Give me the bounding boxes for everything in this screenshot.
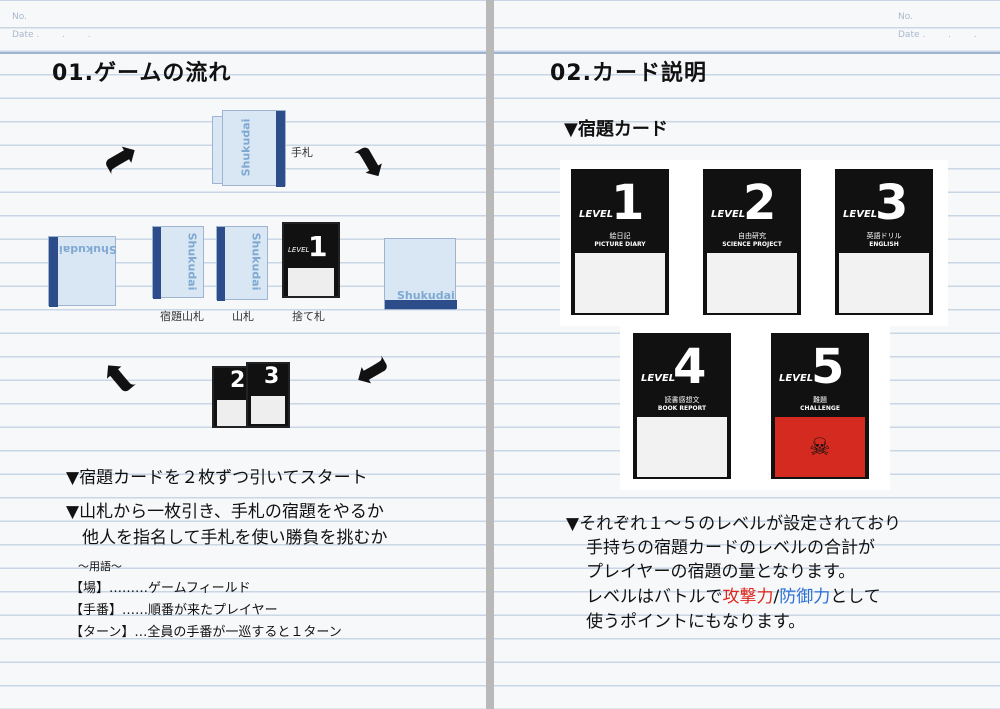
no-date-field: No. Date . . . — [12, 12, 101, 40]
flow-arrow-icon: ➦ — [343, 341, 402, 404]
glossary-item: 【手番】……順番が来たプレイヤー — [70, 603, 278, 618]
no-date-field: No. Date . . . — [898, 12, 987, 40]
bottom-card-3: 3 — [246, 362, 290, 428]
deck-label-draw: 山札 — [232, 310, 254, 323]
homework-deck: Shukudai — [152, 226, 204, 299]
desc-line-4: レベルはバトルで攻撃力/防御力として — [586, 587, 881, 607]
glossary-title: ～用語～ — [78, 560, 122, 573]
glossary-item: 【ターン】…全員の手番が一巡すると１ターン — [70, 625, 342, 640]
flow-arrow-icon: ➦ — [91, 126, 149, 189]
discard-level-number: 1 — [308, 230, 328, 263]
flow-line-3: 他人を指名して手札を使い勝負を挑むか — [82, 528, 388, 548]
card-subheading: ▼宿題カード — [564, 119, 668, 140]
player-hand-right: Shukudai — [384, 238, 457, 310]
desc-line-3: プレイヤーの宿題の量となります。 — [586, 562, 856, 582]
section-heading: 01.ゲームの流れ — [52, 61, 232, 86]
skull-icon: ☠ — [809, 433, 831, 461]
right-page: No. Date . . . 02.カード説明 ▼宿題カード LEVEL 1 絵… — [494, 0, 1000, 709]
deck-label-discard: 捨て札 — [292, 310, 325, 323]
challenge-band — [775, 417, 865, 477]
desc-line-1: ▼それぞれ１～５のレベルが設定されており — [566, 514, 902, 534]
level-card-4: LEVEL 4 読書感想文 BOOK REPORT — [628, 328, 736, 484]
section-heading: 02.カード説明 — [550, 61, 707, 86]
left-page: No. Date . . . 01.ゲームの流れ Shukudai 手札 Shu… — [0, 0, 486, 709]
hand-label: 手札 — [291, 146, 313, 159]
bottom-card-2: 2 — [212, 366, 252, 428]
player-hand-left: Shukudai — [48, 236, 117, 307]
defense-text: 防御力 — [779, 587, 831, 607]
level-card-3: LEVEL 3 英語ドリル ENGLISH — [830, 164, 938, 320]
desc-line-5: 使うポイントにもなります。 — [586, 612, 806, 632]
flow-line-2: ▼山札から一枚引き、手札の宿題をやるか — [66, 502, 384, 522]
level-card-5: LEVEL 5 難題 CHALLENGE ☠ — [766, 328, 874, 484]
attack-text: 攻撃力 — [722, 587, 774, 607]
flow-arrow-icon: ➦ — [86, 347, 150, 409]
glossary-item: 【場】………ゲームフィールド — [70, 581, 251, 596]
desc-line-2: 手持ちの宿題カードのレベルの合計が — [586, 538, 875, 558]
deck-label-homework: 宿題山札 — [160, 310, 204, 323]
level-card-1: LEVEL 1 絵日記 PICTURE DIARY — [566, 164, 674, 320]
flow-arrow-icon: ➦ — [339, 133, 403, 191]
draw-deck: Shukudai — [216, 226, 268, 301]
hand-card-front: Shukudai — [222, 110, 286, 187]
discard-pile: LEVEL 1 — [282, 222, 340, 298]
level-card-2: LEVEL 2 自由研究 SCIENCE PROJECT — [698, 164, 806, 320]
flow-line-1: ▼宿題カードを２枚ずつ引いてスタート — [66, 468, 368, 488]
